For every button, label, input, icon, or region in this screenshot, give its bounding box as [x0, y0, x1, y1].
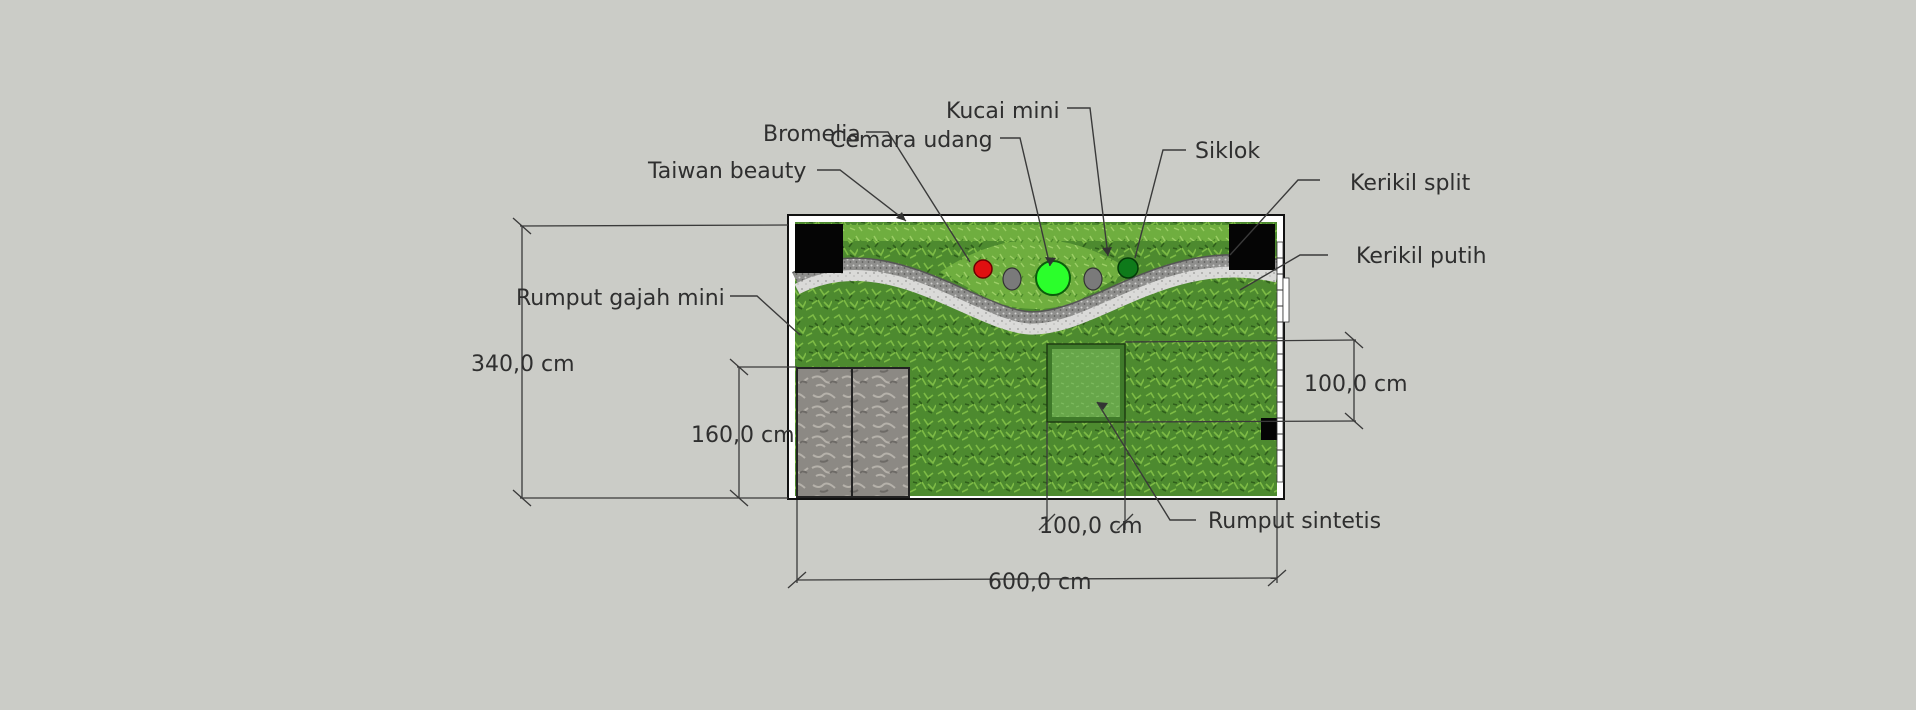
- kerikil-putih-path: [794, 266, 1279, 335]
- corner-post-left: [795, 224, 843, 273]
- label-kucai-mini: Kucai mini: [946, 99, 1060, 124]
- stone-left: [1002, 267, 1022, 291]
- right-wall-segments: [1276, 241, 1290, 483]
- stone-right: [1083, 267, 1103, 291]
- leader-lines: [730, 107, 1328, 521]
- label-taiwan-beauty: Taiwan beauty: [647, 159, 806, 184]
- bromelia-plant: [973, 259, 993, 279]
- central-planting-bed: [940, 239, 1130, 309]
- rumput-sintetis-square: [1052, 349, 1120, 417]
- dim-square-height: 100,0 cm: [1304, 372, 1408, 397]
- paving-stone-2: [851, 367, 910, 498]
- paving-stone-1: [796, 367, 853, 498]
- taiwan-beauty-strip: [843, 225, 1231, 241]
- dim-square-width: 100,0 cm: [1039, 514, 1143, 539]
- dimension-lines: [512, 217, 1364, 589]
- side-post: [1261, 418, 1279, 440]
- cemara-udang-plant: [1035, 260, 1071, 296]
- label-rumput-gajah-mini: Rumput gajah mini: [516, 286, 725, 311]
- label-cemara-udang: Cemara udang: [830, 128, 993, 153]
- label-kerikil-putih: Kerikil putih: [1356, 244, 1487, 269]
- dim-width-total: 600,0 cm: [988, 570, 1092, 595]
- label-siklok: Siklok: [1195, 139, 1260, 164]
- dim-height-paving: 160,0 cm: [691, 423, 795, 448]
- dim-height-total: 340,0 cm: [471, 352, 575, 377]
- kerikil-split-path: [792, 255, 1280, 332]
- label-rumput-sintetis: Rumput sintetis: [1208, 509, 1381, 534]
- label-bromelia: Bromelia: [763, 122, 861, 147]
- siklok-plant: [1117, 257, 1139, 279]
- label-kerikil-split: Kerikil split: [1350, 171, 1471, 196]
